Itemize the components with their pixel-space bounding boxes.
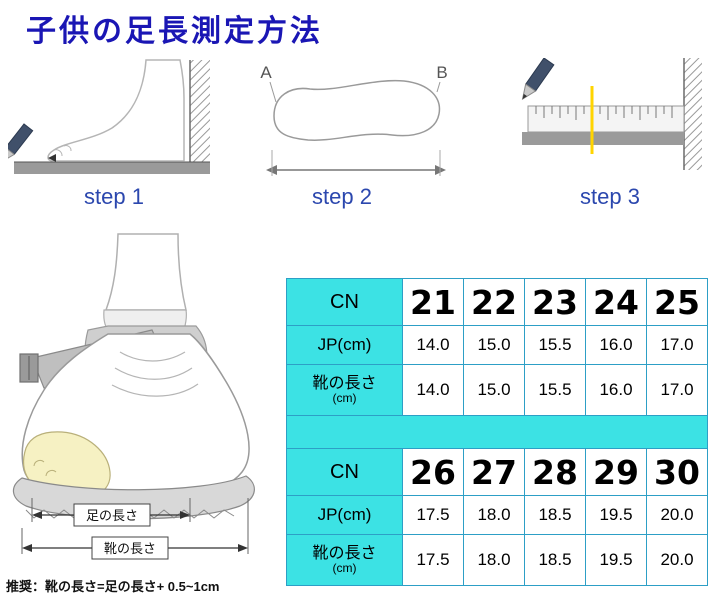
jp-value: 15.5 [524,325,586,365]
cn-value: 28 [524,448,586,496]
point-a-label: A [260,63,272,82]
jp-header: JP(cm) [286,495,403,535]
jp-value: 16.0 [585,325,647,365]
shoe-length-header-text: 靴の長さ [312,545,377,562]
table-gap-row [286,415,708,449]
shoe-length-value: 20.0 [646,534,708,586]
shoe-length-header-text: 靴の長さ [312,375,377,392]
step2-label: step 2 [312,184,372,209]
shoe-length-value: 18.0 [463,534,525,586]
cn-header: CN [286,448,403,496]
step3-label: step 3 [580,184,640,209]
page-title: 子供の足長測定方法 [26,15,323,48]
shoe-length-label: 靴の長さ [104,541,156,556]
foot-top-outline [273,79,441,141]
table-edge [522,132,684,145]
table-row: 靴の長さ (cm) 17.5 18.0 18.5 19.5 20.0 [286,534,708,586]
jp-value: 17.5 [402,495,464,535]
table-row: CN 26 27 28 29 30 [286,448,708,496]
gap-cell [286,415,708,449]
step2-illustration: A B [260,63,448,176]
shoe-length-value: 16.0 [585,364,647,416]
shoe-length-header-unit: (cm) [332,391,357,405]
cn-value: 27 [463,448,525,496]
shoe-length-header-unit: (cm) [332,561,357,575]
recommendation-note: 推奨：靴の長さ=足の長さ+ 0.5~1cm [6,579,220,594]
step3-illustration [521,58,702,170]
pencil-icon [521,58,555,101]
jp-value: 20.0 [646,495,708,535]
shoe-length-header: 靴の長さ (cm) [286,534,403,586]
size-table: CN 21 22 23 24 25 JP(cm) 14.0 15.0 15.5 … [286,278,708,586]
jp-value: 14.0 [402,325,464,365]
shoe-length-value: 17.5 [402,534,464,586]
cn-value: 22 [463,278,525,326]
pencil-icon [8,123,34,164]
table-row: JP(cm) 14.0 15.0 15.5 16.0 17.0 [286,325,708,365]
jp-value: 15.0 [463,325,525,365]
shoe-length-header: 靴の長さ (cm) [286,364,403,416]
step1-illustration [8,59,210,174]
shoe-length-value: 15.5 [524,364,586,416]
cn-header: CN [286,278,403,326]
pencil-mark [48,154,56,162]
cn-value: 23 [524,278,586,326]
point-b-label: B [436,63,447,82]
jp-header: JP(cm) [286,325,403,365]
cn-value: 25 [646,278,708,326]
shoe-length-value: 18.5 [524,534,586,586]
shoe-length-value: 19.5 [585,534,647,586]
wall-hatch [190,60,210,162]
table-row: 靴の長さ (cm) 14.0 15.0 15.5 16.0 17.0 [286,364,708,416]
table-row: CN 21 22 23 24 25 [286,278,708,326]
shoe-length-value: 14.0 [402,364,464,416]
shoe-length-value: 15.0 [463,364,525,416]
jp-value: 18.0 [463,495,525,535]
shoe-length-value: 17.0 [646,364,708,416]
cn-value: 24 [585,278,647,326]
step1-label: step 1 [84,184,144,209]
shoe-illustration: 足の長さ 靴の長さ [12,233,255,560]
ground-bar [14,162,210,174]
foot-side-outline [47,59,185,162]
cn-value: 26 [402,448,464,496]
table-row: JP(cm) 17.5 18.0 18.5 19.5 20.0 [286,495,708,535]
ruler [527,105,685,133]
wall-hatch [684,58,702,170]
cn-value: 30 [646,448,708,496]
jp-value: 19.5 [585,495,647,535]
cn-value: 29 [585,448,647,496]
foot-length-label: 足の長さ [86,508,138,523]
jp-value: 18.5 [524,495,586,535]
cn-value: 21 [402,278,464,326]
jp-value: 17.0 [646,325,708,365]
